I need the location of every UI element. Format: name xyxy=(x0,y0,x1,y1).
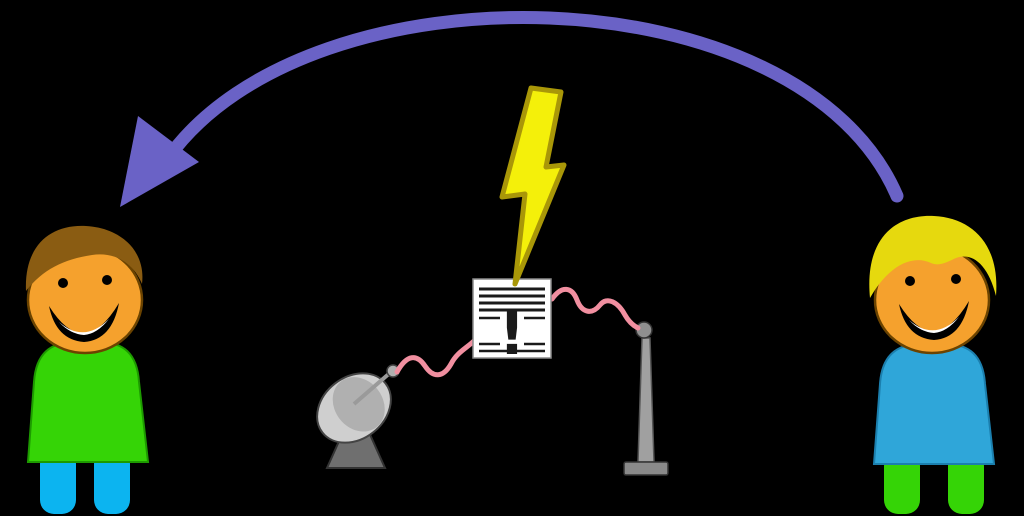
transmission-arrow xyxy=(120,10,904,207)
person-left-hair xyxy=(25,225,143,291)
signal-wave-right xyxy=(549,286,641,331)
person-left-leg-left xyxy=(40,450,76,514)
person-right-eye-right xyxy=(951,274,961,284)
dish-feed-arm xyxy=(352,370,393,406)
person-right-shirt xyxy=(872,343,996,465)
person-right-hair xyxy=(869,215,997,298)
signal-wave-left xyxy=(394,337,478,378)
person-right-leg-right xyxy=(948,452,984,514)
person-left-shirt xyxy=(26,341,150,463)
person-right-leg-left xyxy=(884,452,920,514)
news-document-icon: ! xyxy=(472,278,552,368)
person-right-teeth xyxy=(909,317,959,333)
person-left-teeth xyxy=(59,319,109,335)
person-left xyxy=(25,225,150,514)
antenna-base xyxy=(623,461,669,476)
person-left-eye-left xyxy=(58,278,68,288)
document-alert-text: ! xyxy=(499,300,525,368)
person-left-leg-right xyxy=(94,450,130,514)
lightning-bolt-icon xyxy=(499,85,567,287)
person-right xyxy=(869,215,997,514)
person-left-eye-right xyxy=(102,275,112,285)
antenna-icon xyxy=(623,321,669,476)
person-right-eye-left xyxy=(905,276,915,286)
person-left-mouth xyxy=(49,303,119,342)
person-right-mouth xyxy=(899,301,969,340)
antenna-ball xyxy=(635,321,653,339)
arrowhead xyxy=(120,116,199,207)
arrow-curve xyxy=(161,10,904,203)
